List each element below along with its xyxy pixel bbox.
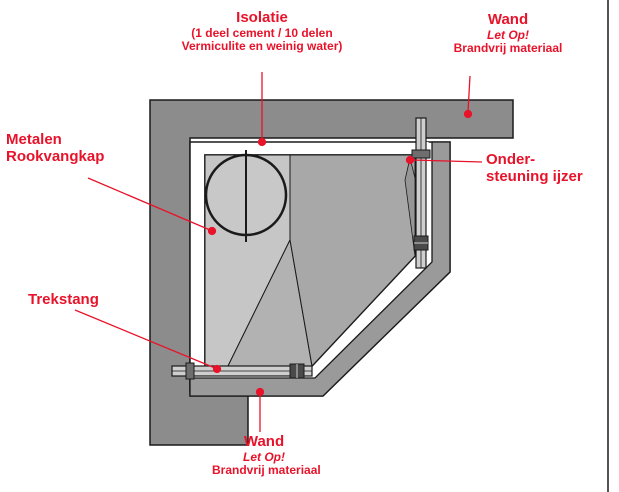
label-wand-bottom: Wand Let Op! Brandvrij materiaal (212, 433, 321, 478)
leader-metalen (87, 177, 211, 231)
metalen-line1: Metalen (6, 131, 62, 148)
wand-top-title: Wand (487, 11, 529, 28)
isolatie-line2: Vermiculite en weinig water) (181, 39, 343, 54)
isolatie-title: Isolatie (236, 9, 288, 26)
leader-dot-metalen (207, 226, 217, 236)
leader-trekstang (74, 309, 216, 369)
leader-dot-ondersteuning (405, 155, 415, 165)
label-ondersteuning-ijzer: Onder- steuning ijzer (486, 151, 583, 186)
isolatie-line1: (1 deel cement / 10 delen (191, 25, 333, 40)
wand-bottom-title: Wand (243, 433, 285, 450)
leader-dot-wand-top (463, 109, 473, 119)
metalen-line2: Rookvangkap (6, 147, 105, 165)
wand-top-detail: Brandvrij materiaal (453, 41, 563, 56)
wand-bottom-note: Let Op! (243, 449, 285, 464)
wand-top-note: Let Op! (487, 27, 529, 42)
label-wand-top: Wand Let Op! Brandvrij materiaal (446, 11, 570, 56)
leader-dot-trekstang (212, 364, 222, 374)
support-iron (411, 117, 431, 269)
leader-dot-wand-bottom (255, 387, 265, 397)
leader-ondersteuning (411, 159, 483, 163)
hood-facet-top-right (404, 157, 416, 257)
tie-rod (171, 362, 313, 380)
hood-facet-right (289, 154, 416, 368)
wand-bottom-detail: Brandvrij materiaal (212, 463, 321, 478)
ondersteuning-line2: steuning ijzer (486, 167, 583, 185)
casing-band (189, 141, 451, 397)
label-isolatie: Isolatie (1 deel cement / 10 delen Vermi… (168, 9, 356, 54)
leader-wand-top (467, 75, 471, 113)
label-metalen-rookvangkap: Metalen Rookvangkap (6, 131, 105, 166)
label-trekstang: Trekstang (28, 291, 99, 309)
ondersteuning-line1: Onder- (486, 151, 536, 168)
leader-dot-isolatie (257, 137, 267, 147)
trekstang-title: Trekstang (28, 291, 99, 308)
